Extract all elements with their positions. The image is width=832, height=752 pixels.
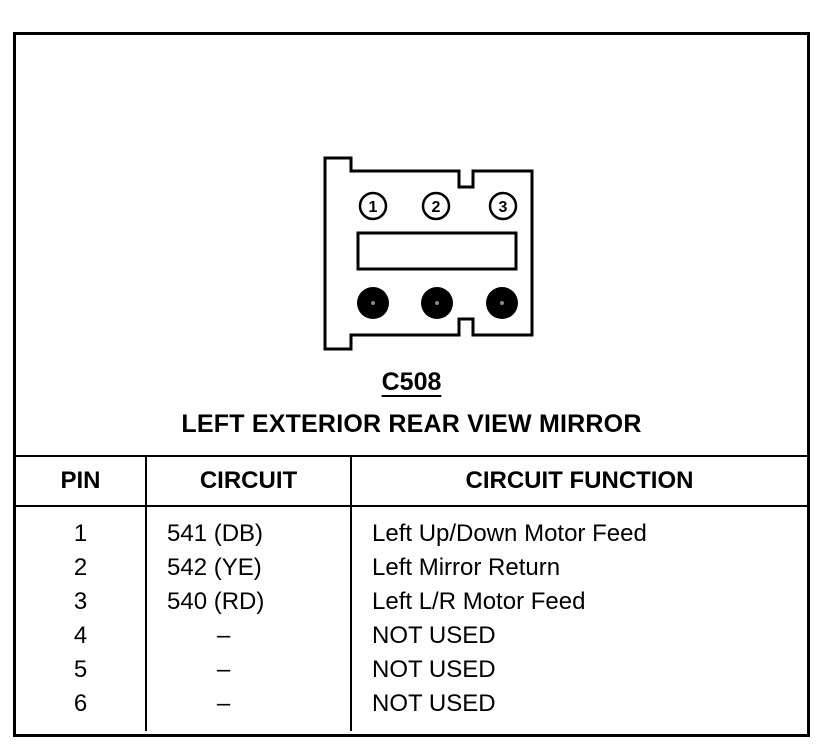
pin-number: 4 bbox=[73, 622, 88, 649]
pin-number: 2 bbox=[73, 554, 88, 581]
cavity-3-label-icon: 3 bbox=[488, 191, 518, 221]
table-row: 6 – NOT USED bbox=[16, 687, 807, 731]
connector-diagram-frame: 1 2 3 bbox=[13, 32, 810, 737]
table-row: 3 540 (RD) Left L/R Motor Feed bbox=[16, 585, 807, 619]
cavity-3-number: 3 bbox=[499, 199, 508, 216]
pin-number: 6 bbox=[73, 690, 88, 717]
circuit-function: NOT USED bbox=[350, 653, 807, 687]
circuit-number: – bbox=[145, 687, 351, 731]
table-row: 2 542 (YE) Left Mirror Return bbox=[16, 551, 807, 585]
circuit-number: 541 (DB) bbox=[145, 506, 351, 551]
header-circuit: CIRCUIT bbox=[145, 455, 351, 507]
circuit-function: NOT USED bbox=[350, 687, 807, 731]
circuit-number: – bbox=[145, 653, 351, 687]
table-row: 1 541 (DB) Left Up/Down Motor Feed bbox=[16, 506, 807, 551]
terminal-1-icon bbox=[357, 287, 389, 319]
table-row: 5 – NOT USED bbox=[16, 653, 807, 687]
header-pin: PIN bbox=[16, 455, 146, 507]
terminal-3-icon bbox=[486, 287, 518, 319]
pin-number: 1 bbox=[73, 520, 88, 547]
terminal-2-icon bbox=[421, 287, 453, 319]
circuit-function: Left Mirror Return bbox=[350, 551, 807, 585]
circuit-function: NOT USED bbox=[350, 619, 807, 653]
table-header-row: PIN CIRCUIT CIRCUIT FUNCTION bbox=[16, 455, 807, 507]
cavity-1-label-icon: 1 bbox=[358, 191, 388, 221]
circuit-function: Left Up/Down Motor Feed bbox=[350, 506, 807, 551]
circuit-number: – bbox=[145, 619, 351, 653]
table-row: 4 – NOT USED bbox=[16, 619, 807, 653]
cavity-2-label-icon: 2 bbox=[421, 191, 451, 221]
connector-name-title: LEFT EXTERIOR REAR VIEW MIRROR bbox=[181, 410, 642, 438]
pinout-table: PIN CIRCUIT CIRCUIT FUNCTION 1 541 (DB) … bbox=[16, 455, 807, 731]
header-circuit-function: CIRCUIT FUNCTION bbox=[350, 455, 807, 507]
connector-id-text: C508 bbox=[381, 368, 442, 396]
connector-id-label: C508 bbox=[16, 368, 807, 397]
connector-lock-slot bbox=[356, 231, 518, 271]
circuit-function: Left L/R Motor Feed bbox=[350, 585, 807, 619]
pin-number: 5 bbox=[73, 656, 88, 683]
connector-face-illustration: 1 2 3 bbox=[323, 156, 534, 351]
cavity-2-number: 2 bbox=[432, 199, 441, 216]
connector-diagram-area: 1 2 3 bbox=[16, 35, 807, 455]
circuit-number: 540 (RD) bbox=[145, 585, 351, 619]
pin-number: 3 bbox=[73, 588, 88, 615]
cavity-1-number: 1 bbox=[369, 199, 378, 216]
circuit-number: 542 (YE) bbox=[145, 551, 351, 585]
